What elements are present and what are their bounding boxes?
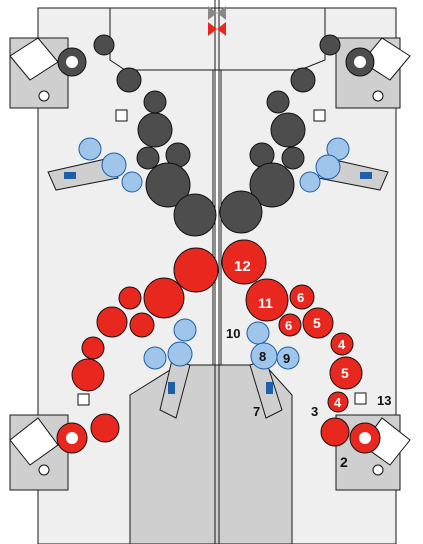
red-roller bbox=[143, 277, 185, 319]
ductor-arm-icon bbox=[360, 172, 372, 179]
motor-unit-top-right bbox=[335, 37, 411, 109]
bearing-icon bbox=[38, 90, 50, 102]
red-roller bbox=[302, 307, 334, 339]
blue-roller bbox=[276, 346, 300, 370]
dark-roller bbox=[281, 146, 305, 170]
motor-unit-bottom-left bbox=[9, 414, 69, 491]
blue-roller bbox=[315, 154, 341, 180]
blue-roller bbox=[78, 137, 102, 161]
label-2: 2 bbox=[340, 454, 348, 470]
dark-roller bbox=[145, 162, 191, 208]
sensor-square-top-left bbox=[115, 109, 128, 122]
blue-roller bbox=[167, 341, 193, 367]
dark-roller bbox=[137, 112, 173, 148]
label-4-upper: 4 bbox=[338, 337, 346, 352]
sensor-square-bottom-left bbox=[77, 393, 90, 406]
dark-roller bbox=[319, 34, 341, 56]
red-roller bbox=[289, 284, 315, 310]
upper-blue-rollers bbox=[78, 137, 350, 193]
dark-roller bbox=[219, 190, 263, 234]
dark-roller bbox=[93, 34, 115, 56]
roller-number-labels: 12 11 6 6 5 4 5 4 10 8 9 7 3 2 13 bbox=[226, 258, 391, 470]
label-13: 13 bbox=[377, 393, 391, 408]
bearing-icon bbox=[372, 464, 384, 476]
red-roller bbox=[96, 306, 128, 338]
dark-roller bbox=[173, 193, 217, 237]
blue-roller bbox=[101, 152, 127, 178]
dark-roller bbox=[136, 146, 160, 170]
ductor-arm-bottom-right bbox=[249, 359, 283, 419]
blue-roller bbox=[299, 171, 321, 193]
blue-roller bbox=[143, 346, 167, 370]
label-11: 11 bbox=[258, 295, 273, 311]
red-roller bbox=[327, 391, 349, 413]
motor-bracket bbox=[9, 417, 59, 466]
red-roller bbox=[173, 247, 219, 293]
bearing-icon bbox=[372, 90, 384, 102]
dark-roller bbox=[266, 90, 290, 114]
red-roller bbox=[90, 413, 120, 443]
label-9: 9 bbox=[283, 351, 290, 366]
label-3: 3 bbox=[311, 404, 318, 419]
red-roller bbox=[320, 417, 350, 447]
motor-unit-top-left bbox=[9, 37, 69, 109]
red-roller bbox=[66, 432, 78, 444]
ductor-arm-icon bbox=[266, 382, 273, 394]
blue-roller bbox=[121, 171, 143, 193]
red-roller bbox=[359, 432, 371, 444]
ductor-arm-bottom-left bbox=[159, 359, 191, 419]
dark-roller bbox=[249, 162, 295, 208]
red-roller bbox=[71, 358, 105, 392]
red-roller bbox=[118, 286, 142, 310]
upper-roller-train bbox=[57, 34, 375, 237]
label-5-lower: 5 bbox=[341, 365, 349, 381]
red-roller bbox=[278, 313, 302, 337]
dark-roller bbox=[270, 112, 306, 148]
red-roller bbox=[81, 336, 105, 360]
ductor-arm-icon bbox=[64, 172, 76, 179]
label-6-upper: 6 bbox=[297, 290, 304, 305]
dark-roller bbox=[354, 56, 366, 68]
bearing-icon bbox=[38, 464, 50, 476]
red-roller bbox=[330, 332, 354, 356]
dark-roller bbox=[116, 67, 142, 93]
blue-roller bbox=[246, 321, 270, 345]
label-8: 8 bbox=[259, 349, 266, 364]
label-7: 7 bbox=[253, 404, 260, 419]
lower-roller-train bbox=[56, 239, 381, 454]
red-roller bbox=[221, 239, 267, 285]
dark-roller bbox=[66, 56, 78, 68]
red-roller bbox=[129, 312, 155, 338]
sensor-square-13 bbox=[354, 392, 367, 405]
red-roller bbox=[245, 278, 289, 322]
label-4-lower: 4 bbox=[334, 395, 342, 410]
sensor-square-top-right bbox=[313, 109, 326, 122]
dark-roller bbox=[143, 90, 167, 114]
top-shoulder bbox=[109, 7, 326, 71]
ductor-arm-top-left bbox=[47, 157, 119, 191]
label-12: 12 bbox=[234, 258, 251, 275]
lower-blue-rollers bbox=[143, 318, 300, 370]
label-10: 10 bbox=[226, 326, 240, 341]
dark-roller bbox=[290, 67, 316, 93]
label-5-upper: 5 bbox=[313, 315, 321, 331]
red-roller bbox=[329, 356, 363, 390]
ductor-arm-icon bbox=[168, 382, 175, 394]
label-6-lower: 6 bbox=[285, 318, 292, 333]
blue-roller bbox=[173, 318, 197, 342]
bowtie-valve-icon bbox=[208, 6, 226, 36]
